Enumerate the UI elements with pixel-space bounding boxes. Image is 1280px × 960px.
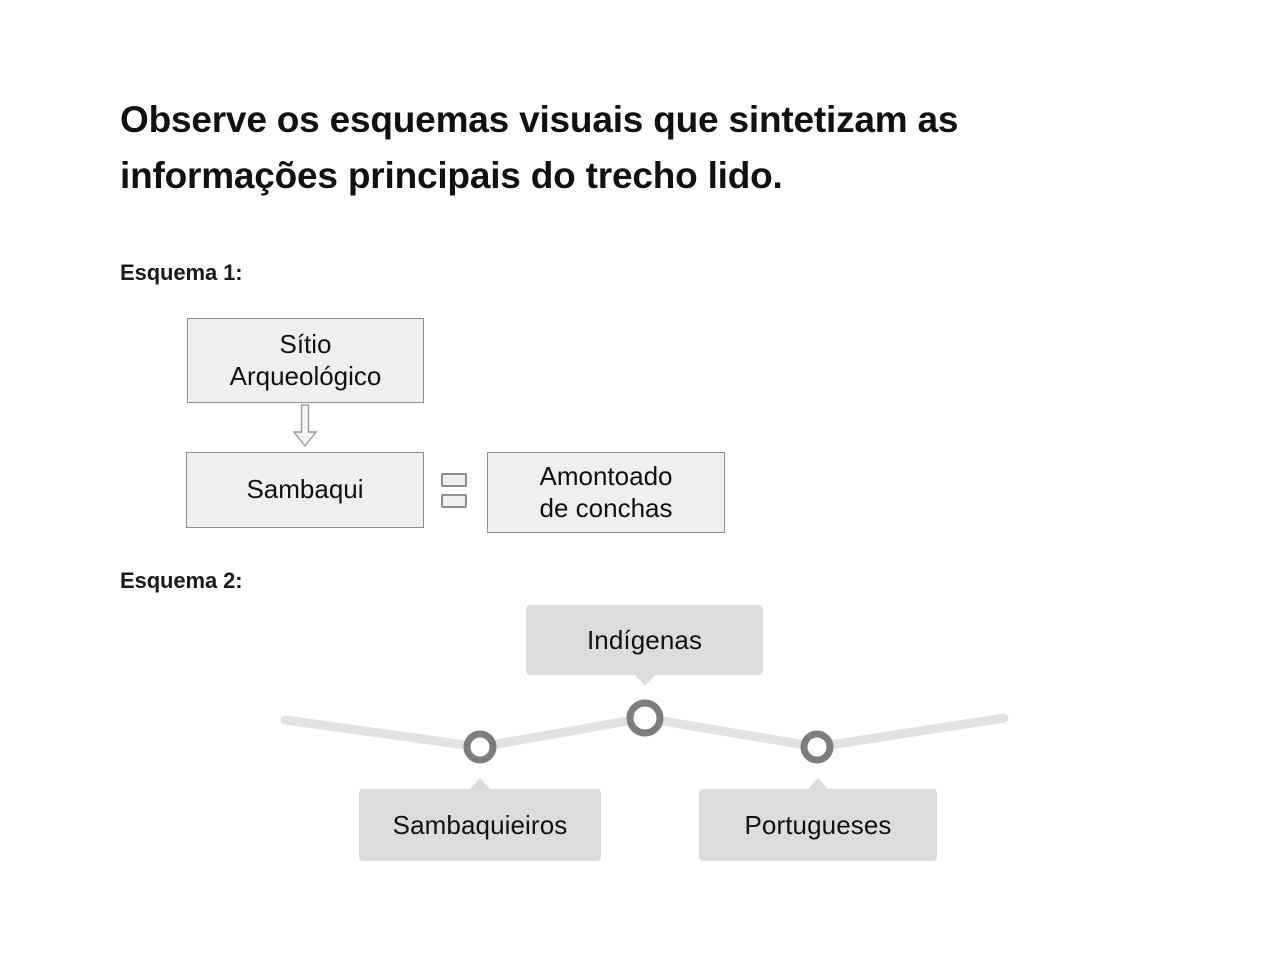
equals-bar-bottom (441, 494, 467, 508)
callout-tail-up-icon (470, 778, 490, 789)
callout-indigenas: Indígenas (526, 605, 763, 686)
flow-box-amontoado-de-conchas: Amontoado de conchas (487, 452, 725, 533)
callout-sambaquieiros: Sambaquieiros (359, 778, 601, 861)
callout-sambaquieiros-label: Sambaquieiros (392, 809, 568, 840)
callout-tail-down-icon (634, 675, 655, 686)
timeline-marker-sambaquieiros (463, 730, 497, 764)
arrow-down-icon (292, 404, 318, 448)
flow-box-sambaqui: Sambaqui (186, 452, 424, 528)
timeline-marker-portugueses (800, 730, 834, 764)
section-label-esquema-1: Esquema 1: (120, 260, 243, 285)
timeline-marker-indigenas (626, 699, 664, 737)
equals-sign-icon (441, 473, 467, 508)
callout-indigenas-label: Indígenas (586, 624, 703, 655)
equals-bar-top (441, 473, 467, 487)
timeline-line-chart (280, 699, 1009, 764)
callout-tail-up-icon (808, 778, 828, 789)
timeline-diagram: Indígenas Sambaquieiros Portugueses (270, 595, 1030, 885)
page-title: Observe os esquemas visuais que sintetiz… (120, 99, 959, 197)
callout-portugueses: Portugueses (699, 778, 937, 861)
flow-box-sitio-arqueologico: Sítio Arqueológico (187, 318, 424, 403)
section-label-esquema-2: Esquema 2: (120, 568, 243, 593)
callout-portugueses-label: Portugueses (744, 809, 892, 840)
